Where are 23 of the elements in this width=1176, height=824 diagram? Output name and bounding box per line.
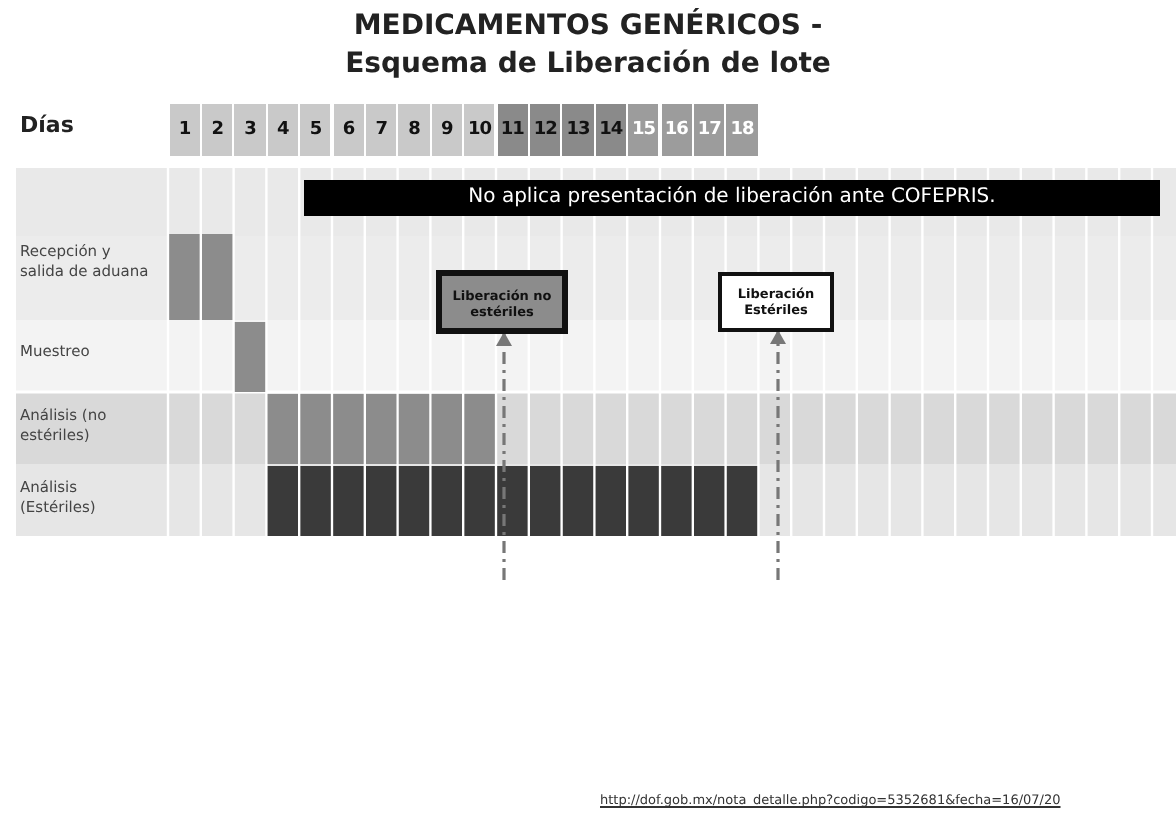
day-number: 10 xyxy=(464,104,495,156)
dashed-arrow xyxy=(496,332,512,580)
dashed-arrow xyxy=(770,330,786,580)
day-number: 5 xyxy=(300,104,331,156)
day-number: 3 xyxy=(234,104,266,156)
day-number: 2 xyxy=(201,104,233,156)
day-number: 16 xyxy=(661,104,692,156)
day-number: 11 xyxy=(497,104,528,156)
day-number: 9 xyxy=(431,104,463,156)
notice-banner: No aplica presentación de liberación ante COFEPRIS. xyxy=(304,180,1160,216)
diagram-title: MEDICAMENTOS GENÉRICOS - Esquema de Liberación de lote xyxy=(343,8,833,84)
column-header: Días xyxy=(20,112,74,138)
day-number: 13 xyxy=(562,104,594,156)
day-number: 14 xyxy=(595,104,627,156)
day-number: 7 xyxy=(365,104,397,156)
day-number: 15 xyxy=(628,104,659,156)
day-number: 4 xyxy=(267,104,299,156)
day-number: 6 xyxy=(333,104,364,156)
day-number: 17 xyxy=(693,104,725,156)
day-number: 12 xyxy=(529,104,561,156)
day-number: 8 xyxy=(398,104,430,156)
day-number: 1 xyxy=(169,104,200,156)
day-number: 18 xyxy=(726,104,758,156)
